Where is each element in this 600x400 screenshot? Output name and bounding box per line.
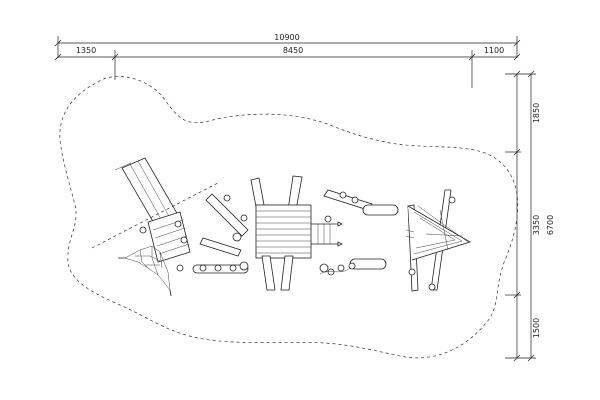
- dim-right-offset: 1100: [484, 46, 504, 55]
- dim-bottom-depth: 1500: [532, 318, 541, 338]
- dim-overall-width: 10900: [274, 33, 299, 42]
- dim-middle-depth: 3350: [532, 215, 541, 235]
- balance-logs-left: [192, 193, 249, 274]
- dim-overall-depth: 6700: [546, 215, 555, 235]
- ladder: [311, 215, 343, 273]
- balance-logs-right: [319, 189, 399, 276]
- dim-left-offset: 1350: [76, 46, 96, 55]
- tower-with-net: [118, 211, 191, 297]
- dim-middle-width: 8450: [283, 46, 303, 55]
- a-frame-structure: [405, 189, 471, 292]
- vertical-dimensions: 1850 3350 1500 6700: [505, 70, 555, 362]
- horizontal-dimensions: 10900 1350 8450 1100: [54, 33, 521, 88]
- central-deck: [250, 175, 312, 291]
- dim-top-depth: 1850: [532, 103, 541, 123]
